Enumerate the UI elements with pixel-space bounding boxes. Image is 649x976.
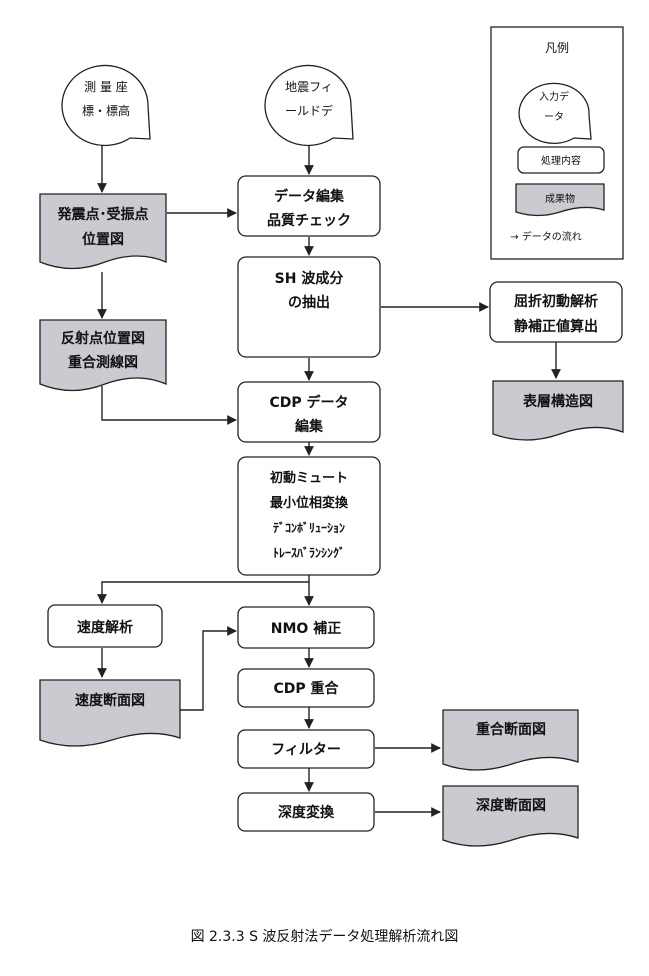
process-filter: フィルター (237, 729, 375, 769)
product-stack-section-label: 重合断面図 (476, 721, 546, 738)
input-bubble-shape (61, 64, 151, 147)
process-sh-line-1: SH 波成分 (275, 270, 344, 287)
process-sh-extraction: SH 波成分 の抽出 (237, 256, 381, 358)
product-stack-section: 重合断面図 (442, 709, 579, 771)
input-survey-coordinates: 測 量 座 標・標高 (61, 64, 151, 147)
process-data-edit: データ編集 品質チェック (237, 175, 381, 237)
process-mute-line-3: ﾃﾞｺﾝﾎﾞﾘｭｰｼｮﾝ (273, 520, 345, 535)
product-shot-line-2: 位置図 (82, 231, 124, 248)
process-refraction-line-2: 静補正値算出 (514, 318, 598, 335)
process-nmo-correction: NMO 補正 (237, 606, 375, 649)
process-refraction-analysis: 屈折初動解析 静補正値算出 (489, 281, 623, 343)
edge-mute-to-velocity (97, 575, 310, 604)
legend-process-box (517, 146, 605, 174)
input-seismic-field-data: 地震フィ ールドデ (264, 64, 354, 147)
product-reflection-line-2: 重合測線図 (68, 354, 138, 371)
product-reflection-line-1: 反射点位置図 (61, 330, 145, 347)
document-shape (442, 785, 579, 847)
process-mute-line-4: ﾄﾚｰｽﾊﾞﾗﾝｼﾝｸﾞ (273, 545, 345, 560)
process-mute-line-2: 最小位相変換 (270, 495, 349, 511)
product-velocity-section: 速度断面図 (39, 679, 181, 747)
document-shape (442, 709, 579, 771)
product-depth-section-label: 深度断面図 (476, 797, 546, 814)
product-depth-section: 深度断面図 (442, 785, 579, 847)
legend-process-label: 処理内容 (541, 154, 581, 167)
document-shape (39, 193, 167, 270)
process-cdp-stack: CDP 重合 (237, 668, 375, 708)
legend-product-label: 成果物 (545, 192, 575, 205)
process-mute-deconvolution: 初動ミュート 最小位相変換 ﾃﾞｺﾝﾎﾞﾘｭｰｼｮﾝ ﾄﾚｰｽﾊﾞﾗﾝｼﾝｸﾞ (237, 456, 381, 576)
input-survey-line-2: 標・標高 (82, 103, 130, 118)
process-velocity-analysis: 速度解析 (47, 604, 163, 648)
input-survey-line-1: 測 量 座 (84, 79, 128, 94)
input-seismic-line-2: ールドデ (285, 103, 333, 118)
process-box (237, 606, 375, 649)
process-sh-line-2: の抽出 (288, 294, 330, 311)
product-velocity-section-label: 速度断面図 (75, 692, 145, 709)
edge-reflection-to-cdp-edit (101, 386, 237, 425)
product-surface-structure-map: 表層構造図 (492, 380, 624, 441)
process-mute-line-1: 初動ミュート (270, 470, 348, 486)
document-shape (39, 319, 167, 392)
legend-title: 凡例 (545, 41, 569, 55)
product-shot-line-1: 発震点･受振点 (57, 206, 149, 223)
legend-input-line-1: 入力デ (539, 90, 569, 103)
process-box (237, 729, 375, 769)
process-nmo-label: NMO 補正 (271, 620, 341, 637)
process-box (237, 668, 375, 708)
process-cdp-edit-line-1: CDP データ (269, 394, 348, 411)
edge-velocity-section-to-nmo (180, 626, 237, 711)
process-velocity-label: 速度解析 (77, 619, 133, 636)
legend-input-bubble (518, 82, 592, 144)
product-reflection-map: 反射点位置図 重合測線図 (39, 319, 167, 392)
legend-input-line-2: ータ (544, 111, 564, 123)
process-box (237, 256, 381, 358)
process-edit-line-1: データ編集 (274, 188, 345, 205)
figure-caption: 図 2.3.3 S 波反射法データ処理解析流れ図 (190, 929, 459, 945)
process-depth-conversion: 深度変換 (237, 792, 375, 832)
document-shape (39, 679, 181, 747)
process-box (237, 792, 375, 832)
legend: 凡例 入力デ ータ 処理内容 成果物 → データの流れ (490, 26, 624, 260)
process-box (237, 175, 381, 237)
product-shot-receiver-map: 発震点･受振点 位置図 (39, 193, 167, 270)
legend-product-shape (515, 183, 605, 217)
input-seismic-line-1: 地震フィ (285, 80, 333, 94)
process-depth-label: 深度変換 (278, 804, 335, 821)
document-shape (492, 380, 624, 441)
process-box (237, 456, 381, 576)
process-refraction-line-1: 屈折初動解析 (514, 293, 598, 310)
legend-flow-label: → データの流れ (510, 230, 582, 243)
process-cdp-stack-label: CDP 重合 (273, 680, 339, 697)
process-box (489, 281, 623, 343)
input-bubble-shape (264, 64, 354, 147)
process-box (47, 604, 163, 648)
flow-edges (97, 140, 561, 817)
process-filter-label: フィルター (271, 742, 341, 758)
process-cdp-edit-line-2: 編集 (295, 418, 324, 435)
process-box (237, 381, 381, 443)
process-cdp-edit: CDP データ 編集 (237, 381, 381, 443)
product-surface-label: 表層構造図 (522, 393, 593, 410)
process-edit-line-2: 品質チェック (267, 212, 351, 229)
